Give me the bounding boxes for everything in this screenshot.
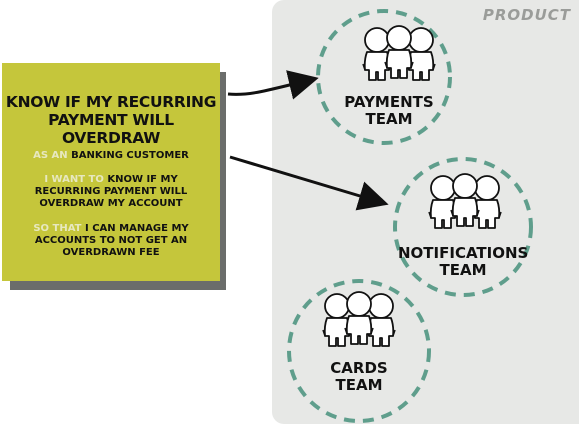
story-as-an: AS AN BANKING CUSTOMER bbox=[2, 150, 220, 162]
so-that-text-1: I CAN MANAGE MY bbox=[85, 223, 189, 234]
story-title: KNOW IF MY RECURRING PAYMENT WILL OVERDR… bbox=[2, 93, 220, 147]
story-title-line-1: KNOW IF MY RECURRING bbox=[5, 93, 217, 111]
i-want-keyword: I WANT TO bbox=[44, 174, 104, 185]
so-that-text-2: ACCOUNTS TO NOT GET AN bbox=[34, 235, 188, 246]
cards-team-suffix: TEAM bbox=[335, 376, 383, 394]
cards-team-name: CARDS bbox=[330, 359, 388, 377]
as-an-text: BANKING CUSTOMER bbox=[71, 150, 189, 161]
product-label: PRODUCT bbox=[482, 6, 571, 24]
so-that-text-3: OVERDRAWN FEE bbox=[62, 247, 160, 258]
payments-team-name: PAYMENTS bbox=[344, 93, 434, 111]
so-that-keyword: SO THAT bbox=[33, 223, 82, 234]
cards-team-circle bbox=[287, 279, 431, 423]
payments-team-circle bbox=[316, 9, 452, 145]
i-want-text-2: RECURRING PAYMENT WILL bbox=[34, 186, 188, 197]
user-story-card: KNOW IF MY RECURRING PAYMENT WILL OVERDR… bbox=[2, 63, 220, 281]
cards-team-label: CARDS TEAM bbox=[304, 360, 414, 394]
payments-team-label: PAYMENTS TEAM bbox=[324, 94, 454, 128]
i-want-text-3: OVERDRAW MY ACCOUNT bbox=[39, 198, 183, 209]
notifications-team-circle bbox=[393, 157, 533, 297]
i-want-text-1: KNOW IF MY bbox=[107, 174, 178, 185]
notifications-team-label: NOTIFICATIONS TEAM bbox=[398, 245, 528, 279]
payments-team-people-icon bbox=[363, 26, 435, 80]
cards-team-people-icon bbox=[323, 292, 395, 346]
notifications-team-suffix: TEAM bbox=[439, 261, 487, 279]
arrow-to-notifications bbox=[229, 155, 389, 211]
story-i-want: I WANT TO KNOW IF MY bbox=[2, 174, 220, 186]
notifications-team-people-icon bbox=[429, 174, 501, 228]
arrow-to-payments bbox=[227, 70, 319, 100]
payments-team-suffix: TEAM bbox=[365, 110, 413, 128]
as-an-keyword: AS AN bbox=[33, 150, 68, 161]
story-title-line-2: PAYMENT WILL OVERDRAW bbox=[48, 111, 174, 147]
notifications-team-name: NOTIFICATIONS bbox=[398, 244, 529, 262]
story-so-that: SO THAT I CAN MANAGE MY bbox=[2, 223, 220, 235]
